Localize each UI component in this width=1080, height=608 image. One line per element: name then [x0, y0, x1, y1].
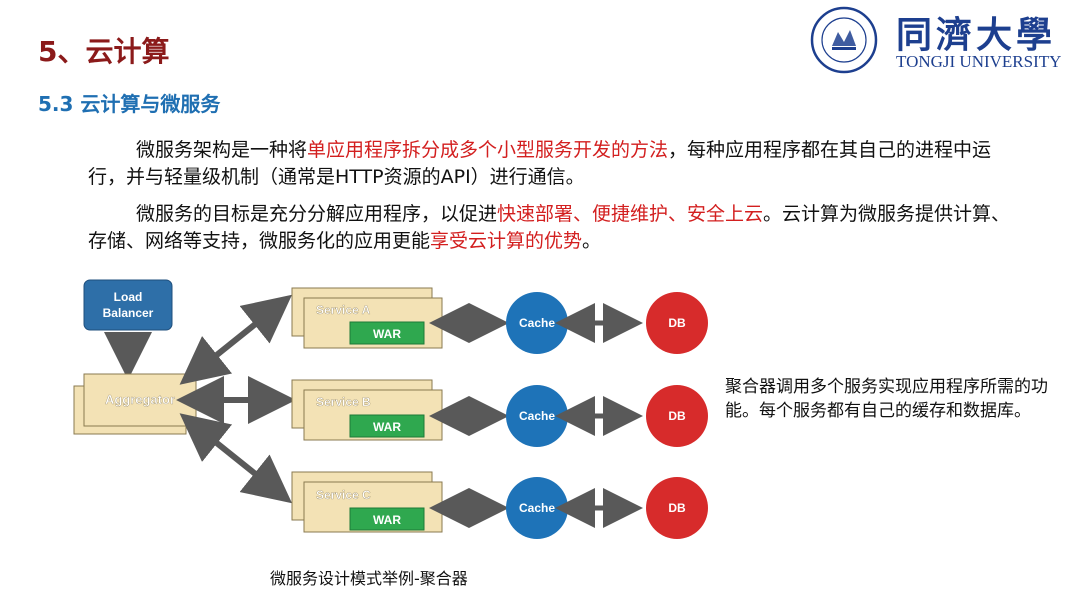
paragraph-definition: 微服务架构是一种将单应用程序拆分成多个小型服务开发的方法，每种应用程序都在其自己… [88, 137, 1018, 191]
service-a-node: Service A WAR [291, 287, 443, 349]
service-c-cache-label: Cache [519, 501, 555, 515]
service-b-node: Service B WAR [291, 379, 443, 441]
diagram-caption: 微服务设计模式举例-聚合器 [270, 569, 468, 588]
service-b-war-label: WAR [373, 420, 401, 434]
service-c-db [646, 477, 708, 539]
service-b-war [349, 414, 425, 438]
aggregator-service-a-arrow [179, 294, 293, 385]
aggregator-label: Aggregator [105, 392, 175, 407]
paragraph2-highlight-1: 快速部署、便捷维护、安全上云 [497, 203, 764, 225]
service-a-war [349, 321, 425, 345]
paragraph2-text-end: 。 [582, 230, 602, 252]
paragraph1-text: 微服务架构是一种将 [136, 139, 308, 161]
aggregator-pattern-diagram: Load Balancer Aggregator Service A WAR C… [73, 279, 708, 539]
load-balancer-node: Load Balancer [83, 279, 173, 331]
aggregator-node: Aggregator [73, 373, 197, 435]
diagram-note: 聚合器调用多个服务实现应用程序所需的功能。每个服务都有自己的缓存和数据库。 [725, 377, 1048, 421]
paragraph2-text: 微服务的目标是充分分解应用程序，以促进 [136, 203, 498, 225]
service-b-label: Service B [316, 395, 371, 409]
university-name-en: TONGJI UNIVERSITY [896, 52, 1062, 71]
service-c-db-label: DB [668, 501, 686, 515]
service-a-war-label: WAR [373, 327, 401, 341]
service-b-cache [506, 385, 568, 447]
section-subtitle: 5.3 云计算与微服务 [38, 92, 221, 116]
load-balancer-label-line2: Balancer [103, 306, 154, 320]
service-a-db-label: DB [668, 316, 686, 330]
paragraph2-highlight-2: 享受云计算的优势 [430, 230, 583, 252]
service-c-label: Service C [316, 488, 371, 502]
service-c-war [349, 507, 425, 531]
university-logo [810, 4, 1080, 74]
service-a-label: Service A [316, 303, 371, 317]
university-seal-icon [810, 6, 878, 74]
service-a-cache-label: Cache [519, 316, 555, 330]
paragraph2-text-mid: 。云计算为微服务提供计算、存储、网络等支持，微服务化的应用更能 [88, 203, 1011, 252]
service-a-cache [506, 292, 568, 354]
service-c-cache [506, 477, 568, 539]
aggregator-service-c-arrow [179, 413, 293, 504]
service-a-db [646, 292, 708, 354]
service-b-db [646, 385, 708, 447]
page-title: 5、云计算 [38, 35, 170, 68]
university-name-cn: 同濟大學 [896, 14, 1057, 56]
service-c-war-label: WAR [373, 513, 401, 527]
load-balancer-label-line1: Load [114, 290, 143, 304]
paragraph1-text-rest: ，每种应用程序都在其自己的进程中运行，并与轻量级机制（通常是HTTP资源的API… [88, 139, 992, 188]
paragraph-goal: 微服务的目标是充分分解应用程序，以促进快速部署、便捷维护、安全上云。云计算为微服… [88, 201, 1018, 255]
paragraph1-highlight: 单应用程序拆分成多个小型服务开发的方法 [307, 139, 669, 161]
service-c-node: Service C WAR [291, 471, 443, 533]
service-b-cache-label: Cache [519, 409, 555, 423]
service-b-db-label: DB [668, 409, 686, 423]
